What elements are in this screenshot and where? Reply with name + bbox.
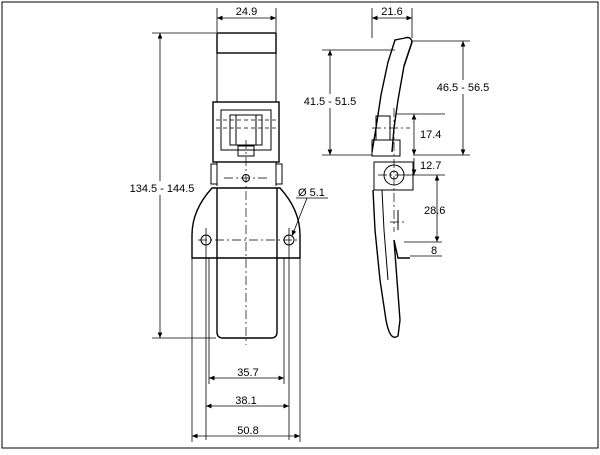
lever-inner-edge [391, 41, 413, 153]
dim-base-width: 50.8 [237, 425, 258, 437]
front-view-dimensions: 24.9 134.5 - 144.5 Ø 5.1 35.7 38.1 50.8 [126, 6, 328, 442]
dim-lip: 8 [431, 245, 437, 257]
side-view-dimensions: 21.6 41.5 - 51.5 46.5 - 56.5 17.4 12.7 2… [298, 6, 495, 257]
dim-top-width: 24.9 [236, 6, 257, 18]
lever-handle [372, 189, 410, 338]
dim-catch-height: 41.5 - 51.5 [304, 96, 357, 108]
side-view [371, 36, 414, 338]
dim-overall-height: 134.5 - 144.5 [130, 183, 195, 195]
dim-pivot-to-base: 12.7 [420, 160, 441, 172]
dim-inner-width: 35.7 [237, 367, 258, 379]
front-view [191, 32, 301, 440]
dim-pivot-offset: 17.4 [420, 129, 441, 141]
lever-outer-edge [371, 37, 406, 153]
dim-base-to-hole: 28.6 [424, 205, 445, 217]
dim-hole-spacing: 38.1 [235, 395, 256, 407]
dim-hole-diameter: Ø 5.1 [298, 187, 325, 199]
lever-body [216, 188, 278, 339]
top-tab [216, 32, 277, 54]
dim-lever-height: 46.5 - 56.5 [437, 82, 490, 94]
dim-side-depth: 21.6 [381, 6, 402, 18]
